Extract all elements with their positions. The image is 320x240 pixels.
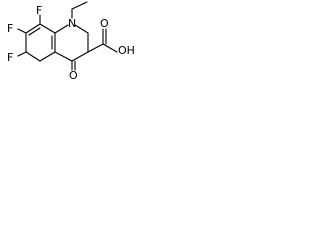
atom-labels: F F F N O OH O bbox=[7, 4, 135, 82]
bond-c3-c4 bbox=[71, 51, 89, 62]
bond-n1-c2 bbox=[74, 24, 89, 34]
atom-label-o-acid: O bbox=[100, 17, 109, 30]
bond-c8-c7-double bbox=[28, 27, 41, 36]
bond-c4-c4a bbox=[54, 51, 73, 62]
bond-c8-c7 bbox=[25, 23, 41, 34]
bond-c3-cacid bbox=[87, 43, 104, 53]
molecule-svg: F F F N O OH O bbox=[7, 1, 135, 82]
bond-c6-c5 bbox=[25, 51, 41, 62]
atom-label-o-ketone: O bbox=[69, 69, 78, 82]
atom-label-f-top: F bbox=[36, 4, 42, 17]
bond-ch2-ch3 bbox=[71, 1, 88, 10]
molecule-structure: F F F N O OH O bbox=[0, 0, 141, 97]
bond-c8a-n1 bbox=[54, 24, 69, 34]
bond-c8-c8a bbox=[39, 23, 56, 34]
atom-label-n: N bbox=[68, 17, 76, 30]
atom-label-f-lower: F bbox=[7, 51, 13, 64]
bond-cacid-oh bbox=[102, 43, 118, 53]
atom-label-oh: OH bbox=[118, 44, 135, 57]
bond-c5-c4a bbox=[39, 51, 56, 62]
bond-c7-f bbox=[17, 28, 27, 34]
bonds bbox=[17, 1, 118, 71]
bond-c6-f bbox=[17, 51, 27, 57]
atom-label-f-middle: F bbox=[7, 22, 13, 35]
